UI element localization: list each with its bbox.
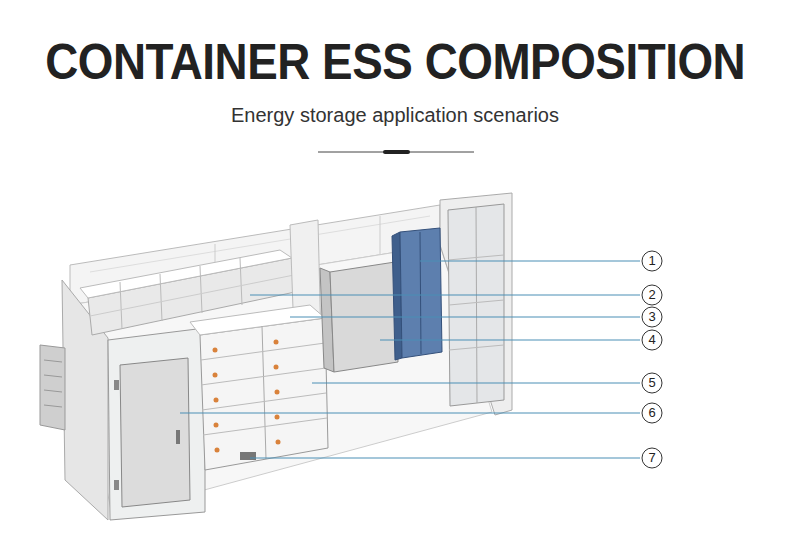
callout-number-wrap: 6	[642, 403, 662, 423]
title: CONTAINER ESS COMPOSITION	[45, 33, 745, 91]
title-wrap: CONTAINER ESS COMPOSITION	[13, 33, 777, 91]
callout-number: 3	[642, 307, 662, 327]
subtitle-wrap: Energy storage application scenarios	[231, 104, 559, 127]
callout-number: 1	[642, 251, 662, 271]
callout-number-wrap: 4	[642, 330, 662, 350]
subtitle: Energy storage application scenarios	[231, 104, 559, 127]
callout-number-wrap: 5	[642, 373, 662, 393]
callout-number: 5	[642, 373, 662, 393]
callout-number: 6	[642, 403, 662, 423]
callout-number-wrap: 2	[642, 285, 662, 305]
callout-number: 4	[642, 330, 662, 350]
callout-number: 2	[642, 285, 662, 305]
callout-number-wrap: 1	[642, 251, 662, 271]
callout-number-wrap: 3	[642, 307, 662, 327]
callout-number-wrap: 7	[642, 448, 662, 468]
callout-number: 7	[642, 448, 662, 468]
